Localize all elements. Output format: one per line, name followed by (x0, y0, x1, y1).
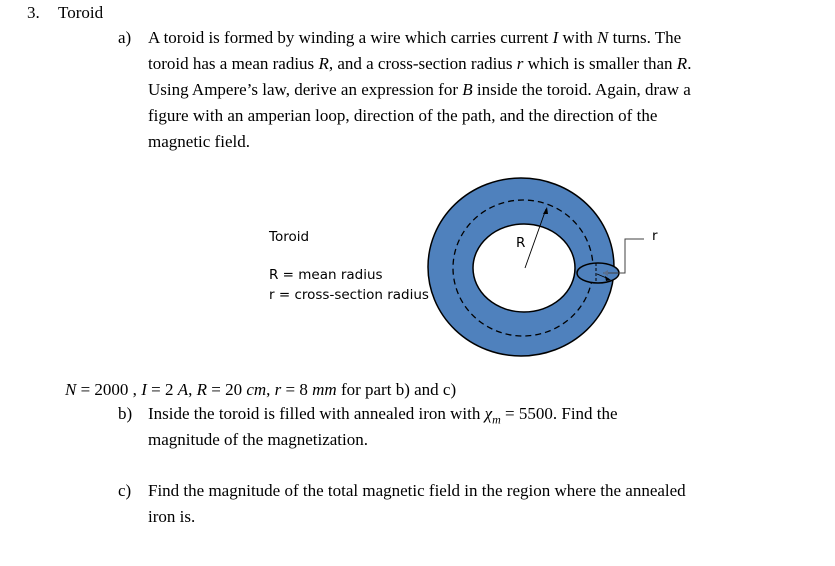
legend-mean-radius: R = mean radius (269, 267, 383, 283)
part-a-line: A toroid is formed by winding a wire whi… (148, 28, 682, 47)
part-a-line: magnetic field. (148, 132, 250, 151)
part-a-line: figure with an amperian loop, direction … (148, 106, 658, 125)
toroid-diagram (427, 177, 644, 357)
part-b-line1: Inside the toroid is filled with anneale… (148, 401, 618, 432)
part-c-line1: Find the magnitude of the total magnetic… (148, 481, 686, 500)
part-a-line: toroid has a mean radius R, and a cross-… (148, 54, 692, 73)
part-b-line2: magnitude of the magnetization. (148, 430, 368, 449)
part-b-label: b) (118, 404, 133, 423)
given-values: N = 2000 , I = 2 A, R = 20 cm, r = 8 mm … (65, 380, 457, 399)
part-c-line2: iron is. (148, 507, 196, 526)
problem-number: 3. (27, 3, 40, 22)
chi-symbol: χ (484, 404, 493, 423)
label-r: r (652, 228, 658, 244)
legend-title: Toroid (269, 229, 310, 245)
chi-subscript: m (492, 412, 501, 427)
part-b-line1-pre: Inside the toroid is filled with anneale… (148, 404, 485, 423)
part-a-line: Using Ampere’s law, derive an expression… (148, 80, 691, 99)
label-R: R (516, 235, 526, 251)
part-a-text: A toroid is formed by winding a wire whi… (148, 25, 691, 155)
part-c-label: c) (118, 481, 132, 500)
legend-cross-section-radius: r = cross-section radius (269, 287, 429, 303)
part-a-label: a) (118, 28, 132, 47)
part-b-line1-post: = 5500. Find the (500, 404, 618, 423)
problem-title: Toroid (58, 3, 104, 22)
